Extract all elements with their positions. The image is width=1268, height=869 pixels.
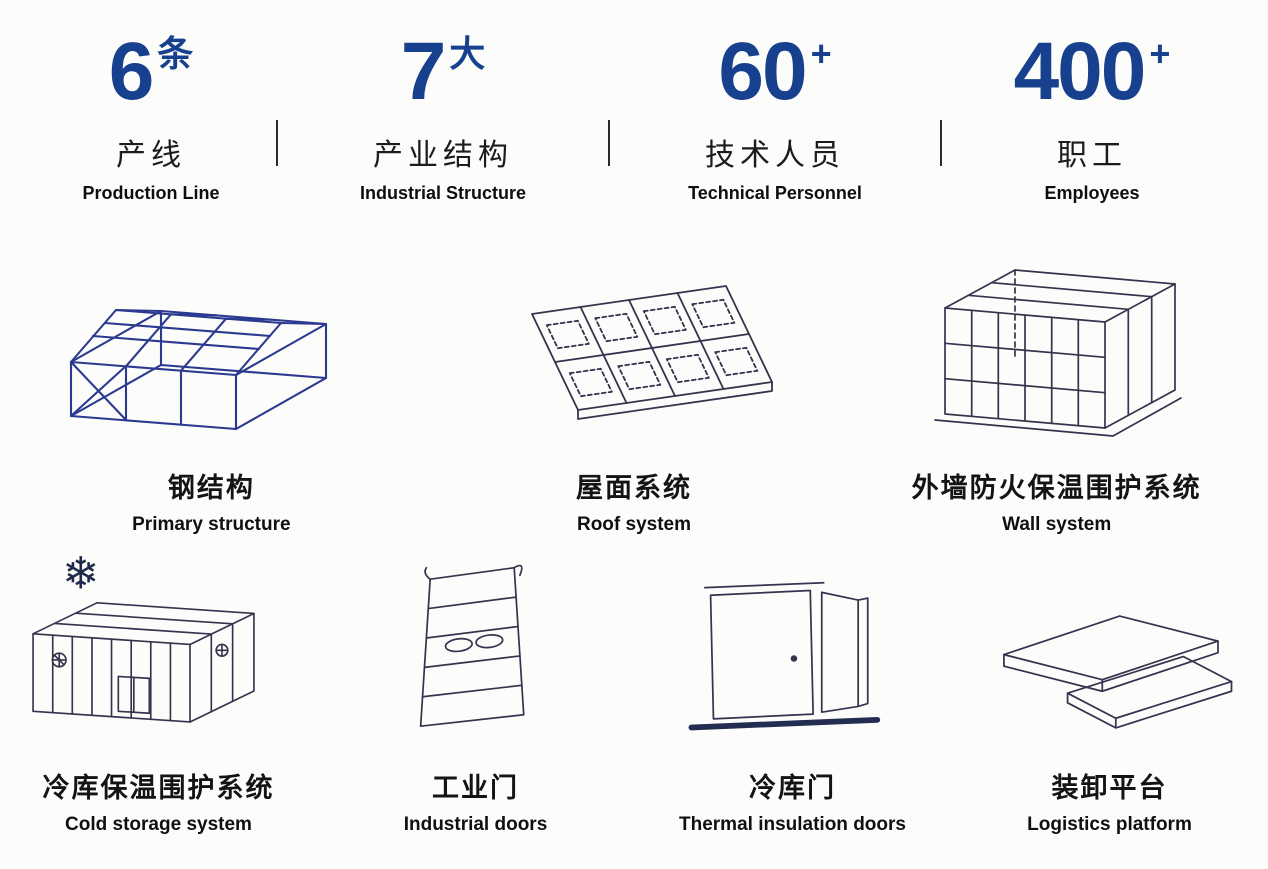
product-name-zh: 冷库门 [748, 773, 836, 803]
product-name-zh: 装卸平台 [1051, 773, 1168, 803]
product-name-en: Thermal insulation doors [679, 814, 906, 835]
product-name-zh: 冷库保温围护系统 [42, 773, 275, 803]
stat-label-en: Production Line [82, 183, 220, 203]
product-card-cold-storage: ❄ 冷库保温围护系统 Cold storage system [0, 549, 317, 836]
stat-label-zh: 职工 [1057, 139, 1127, 172]
stat-number: 400 + [942, 26, 1242, 122]
stat-label-zh: 产业结构 [373, 139, 513, 172]
wall-system-illustration [897, 234, 1217, 446]
stat-technical-personnel: 60 + 技术人员 Technical Personnel [610, 26, 940, 204]
product-name-zh: 外墙防火保温围护系统 [911, 473, 1202, 503]
product-card-steel-structure: 钢结构 Primary structure [0, 234, 423, 536]
product-row-1: 钢结构 Primary structure 屋面系统 Roof system [0, 234, 1268, 536]
vertical-divider [276, 120, 278, 166]
stat-number: 6 条 [26, 26, 276, 122]
stat-number: 7 大 [278, 26, 608, 122]
stat-label-en: Industrial Structure [359, 183, 527, 203]
roof-system-illustration [474, 234, 794, 446]
product-name-zh: 屋面系统 [576, 473, 692, 503]
product-card-industrial-door: 工业门 Industrial doors [317, 554, 634, 836]
stat-number-value: 6 [108, 26, 155, 117]
vertical-divider [940, 120, 942, 166]
product-name-zh: 钢结构 [167, 473, 255, 503]
stat-industrial-structure: 7 大 产业结构 Industrial Structure [278, 26, 608, 204]
product-card-wall-system: 外墙防火保温围护系统 Wall system [845, 234, 1268, 536]
stat-employees: 400 + 职工 Employees [942, 26, 1242, 204]
snowflake-icon: ❄ [62, 549, 99, 598]
stat-production-lines: 6 条 产线 Production Line [26, 26, 276, 204]
stat-number-value: 60 [718, 26, 807, 117]
industrial-door-illustration [371, 554, 581, 746]
stat-label-en: Employees [1044, 183, 1140, 203]
dock-leveler-illustration [975, 554, 1245, 746]
stat-number-suffix: 条 [157, 33, 194, 74]
product-card-dock-leveler: 装卸平台 Logistics platform [951, 554, 1268, 836]
stat-number-value: 7 [400, 26, 447, 117]
vertical-divider [608, 120, 610, 166]
product-name-zh: 工业门 [431, 773, 519, 803]
steel-structure-illustration [51, 234, 371, 446]
product-name-en: Wall system [1002, 514, 1112, 535]
stat-label-zh: 技术人员 [705, 139, 845, 172]
cold-storage-illustration: ❄ [4, 549, 314, 746]
product-card-thermal-door: 冷库门 Thermal insulation doors [634, 554, 951, 836]
product-name-en: Roof system [576, 514, 692, 535]
stat-label-zh: 产线 [116, 139, 186, 172]
product-name-en: Primary structure [132, 514, 291, 535]
product-name-en: Cold storage system [65, 814, 252, 835]
stat-number-value: 400 [1013, 26, 1147, 117]
product-name-en: Logistics platform [1027, 814, 1192, 835]
stats-row: 6 条 产线 Production Line 7 大 产业结构 Industri… [0, 0, 1268, 204]
stat-label-en: Technical Personnel [688, 183, 862, 203]
stat-number: 60 + [610, 26, 940, 122]
product-card-roof-system: 屋面系统 Roof system [423, 234, 846, 536]
product-row-2: ❄ 冷库保温围护系统 Cold storage system [0, 549, 1268, 836]
stat-number-suffix: 大 [449, 33, 486, 74]
product-name-en: Industrial doors [403, 814, 548, 835]
stat-number-suffix: + [810, 33, 832, 74]
thermal-door-illustration [678, 554, 908, 746]
stat-number-suffix: + [1149, 33, 1171, 74]
